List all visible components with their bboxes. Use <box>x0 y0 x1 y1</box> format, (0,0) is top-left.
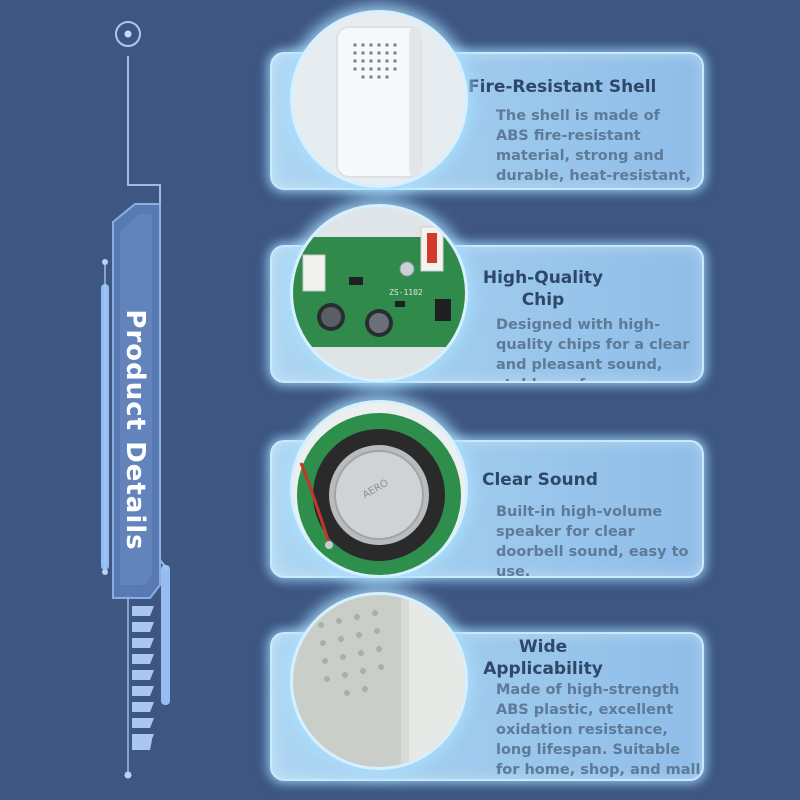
guide-line <box>159 200 169 571</box>
svg-text:ZS-1102: ZS-1102 <box>389 288 423 297</box>
feature-description: Made of high-strength ABS plastic, excel… <box>496 682 701 778</box>
feature-description: Designed with high-quality chips for a c… <box>496 317 690 381</box>
section-title: Product Details <box>120 309 150 551</box>
feature-description: The shell is made of ABS fire-resistant … <box>496 108 691 184</box>
glow-bar <box>161 565 170 705</box>
feature-title: High-Quality Chip <box>482 268 604 310</box>
target-circle-icon <box>115 21 141 47</box>
abs-plastic-closeup-photo <box>290 592 468 770</box>
speaker-shell-photo <box>290 10 468 188</box>
feature-title: Fire-Resistant Shell <box>468 77 657 97</box>
guide-line <box>127 56 161 200</box>
speaker-photo: AERO <box>290 400 468 578</box>
decorative-frame <box>101 21 170 779</box>
glow-bar <box>101 284 109 570</box>
feature-title: Wide Applicability <box>483 637 603 679</box>
feature-title: Clear Sound <box>482 470 598 490</box>
feature-description: Built-in high-volume speaker for clear d… <box>496 504 689 578</box>
stacked-ticks <box>132 606 154 750</box>
circuit-board-photo: ZS-1102 <box>290 204 468 382</box>
